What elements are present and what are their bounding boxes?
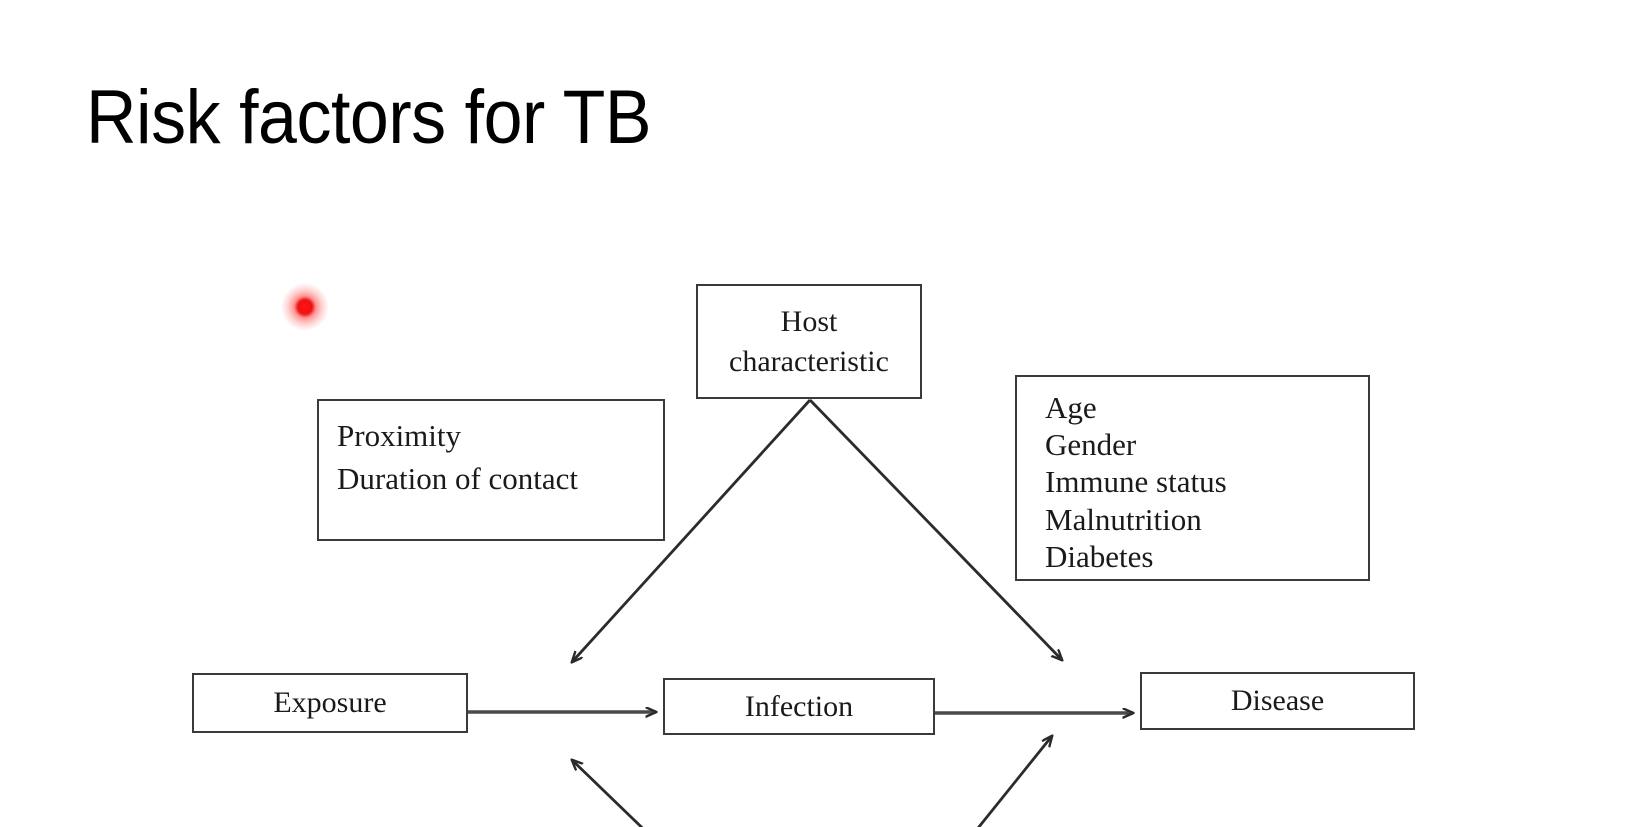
- node-disease-label: Disease: [1230, 684, 1325, 717]
- node-proximity-line1: Proximity: [337, 418, 462, 453]
- node-infection-label: Infection: [744, 689, 854, 723]
- node-host-characteristic-line2: characteristic: [729, 344, 889, 378]
- edge-lower-left-up-arrow: [572, 760, 644, 827]
- node-host-characteristic: Host characteristic: [696, 284, 922, 399]
- edge-lower-right-up-arrow: [977, 736, 1052, 827]
- node-host-factors-list: Age Gender Immune status Malnutrition Di…: [1015, 375, 1370, 581]
- node-exposure-label: Exposure: [273, 686, 387, 719]
- node-disease: Disease: [1140, 672, 1415, 730]
- node-host-factor-malnutrition: Malnutrition: [1045, 501, 1202, 537]
- node-host-factor-age: Age: [1045, 390, 1097, 425]
- node-host-factor-gender: Gender: [1045, 427, 1137, 463]
- node-host-characteristic-line1: Host: [780, 304, 838, 338]
- node-proximity-duration: Proximity Duration of contact: [317, 399, 665, 541]
- node-exposure: Exposure: [192, 673, 468, 733]
- laser-pointer-cursor-icon: [281, 283, 329, 331]
- node-proximity-line2: Duration of contact: [337, 460, 579, 496]
- node-host-factor-immune-status: Immune status: [1045, 464, 1227, 500]
- node-host-factor-diabetes: Diabetes: [1045, 538, 1154, 574]
- page-title: Risk factors for TB: [86, 75, 651, 160]
- node-infection: Infection: [663, 678, 935, 735]
